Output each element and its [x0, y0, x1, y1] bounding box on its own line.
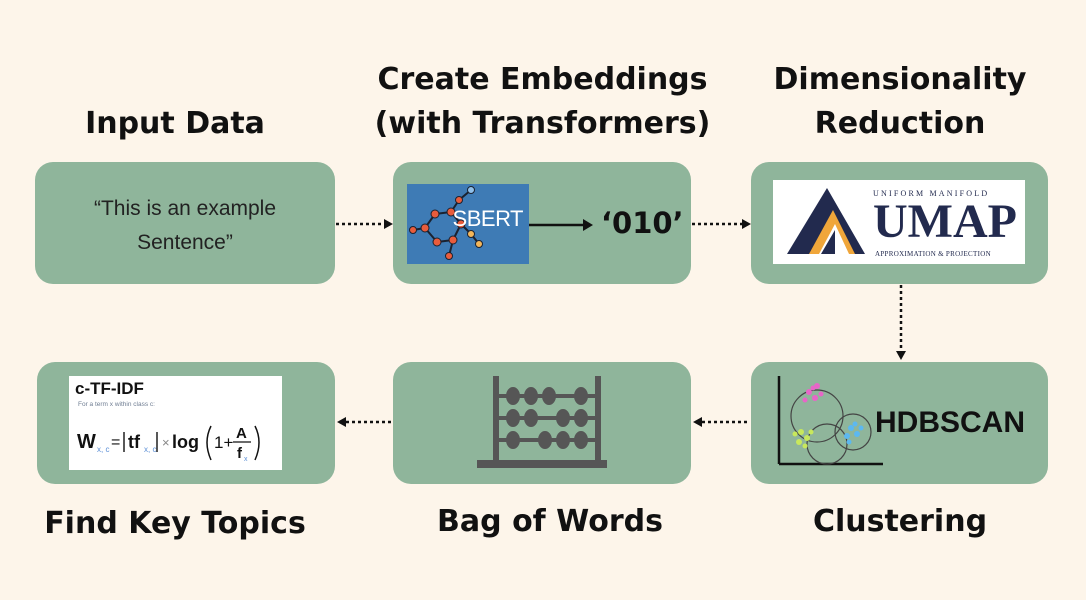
- create-embeddings-title-line1: Create Embeddings: [377, 62, 708, 97]
- svg-text:f: f: [237, 445, 243, 462]
- sbert-logo: SBERT: [407, 184, 529, 264]
- umap-triangle-icon: [787, 188, 865, 254]
- molecule-icon: [409, 186, 483, 260]
- ctfidf-formula: c-TF-IDF For a term x within class c: W …: [69, 376, 282, 470]
- bag-of-words-box: [393, 362, 691, 484]
- sbert-logo-text: SBERT: [452, 206, 524, 231]
- example-sentence-line2: Sentence”: [137, 231, 233, 254]
- dimensionality-reduction-title-line1: Dimensionality: [773, 62, 1027, 97]
- arrow-clustering-to-bow: [693, 417, 750, 427]
- cluster-plot-icon: [777, 376, 883, 466]
- example-sentence-line1: “This is an example: [93, 197, 277, 220]
- clustering-title: Clustering: [812, 504, 988, 539]
- arrow-reduction-to-clustering: [896, 285, 906, 360]
- input-data-box: “This is an example Sentence”: [35, 162, 335, 284]
- dimensionality-reduction-title: Dimensionality Reduction: [755, 58, 1045, 146]
- input-data-title: Input Data: [85, 106, 265, 141]
- svg-text:×: ×: [162, 435, 170, 450]
- arrow-input-to-embeddings: [336, 219, 393, 229]
- svg-text:x, c: x, c: [97, 445, 109, 454]
- svg-text:tf: tf: [128, 432, 141, 452]
- hdbscan-label: HDBSCAN: [875, 406, 1025, 439]
- create-embeddings-title-line2: (with Transformers): [374, 106, 711, 141]
- ctfidf-equation-icon: W x, c = tf x, c × log 1+ A f x: [77, 425, 260, 463]
- find-key-topics-box: c-TF-IDF For a term x within class c: W …: [37, 362, 335, 484]
- svg-text:x, c: x, c: [144, 445, 156, 454]
- ctfidf-title: c-TF-IDF: [75, 379, 144, 398]
- svg-text:=: =: [111, 434, 120, 451]
- umap-logo-bottom: APPROXIMATION & PROJECTION: [875, 250, 991, 258]
- abacus-icon: [477, 376, 607, 468]
- dimensionality-reduction-box: UNIFORM MANIFOLD UMAP APPROXIMATION & PR…: [751, 162, 1048, 284]
- arrow-bow-to-topics: [337, 417, 394, 427]
- arrow-embeddings-to-reduction: [692, 219, 751, 229]
- create-embeddings-title: Create Embeddings (with Transformers): [370, 58, 715, 146]
- embedding-vector: ‘010’: [601, 206, 684, 240]
- umap-logo-top: UNIFORM MANIFOLD: [873, 189, 990, 198]
- svg-text:1+: 1+: [214, 433, 233, 452]
- dimensionality-reduction-title-line2: Reduction: [814, 106, 986, 141]
- svg-text:A: A: [236, 425, 247, 442]
- example-sentence: “This is an example Sentence”: [35, 192, 335, 260]
- clustering-box: HDBSCAN: [751, 362, 1048, 484]
- umap-logo: UNIFORM MANIFOLD UMAP APPROXIMATION & PR…: [773, 180, 1025, 264]
- ctfidf-subtitle: For a term x within class c:: [78, 401, 155, 408]
- umap-logo-main: UMAP: [873, 195, 1017, 248]
- svg-text:log: log: [172, 432, 199, 452]
- find-key-topics-title: Find Key Topics: [44, 506, 306, 541]
- arrow-right-icon: [529, 219, 593, 231]
- svg-text:x: x: [244, 456, 248, 463]
- embeddings-box: SBERT ‘010’: [393, 162, 691, 284]
- bag-of-words-title: Bag of Words: [437, 504, 663, 539]
- svg-text:W: W: [77, 431, 96, 453]
